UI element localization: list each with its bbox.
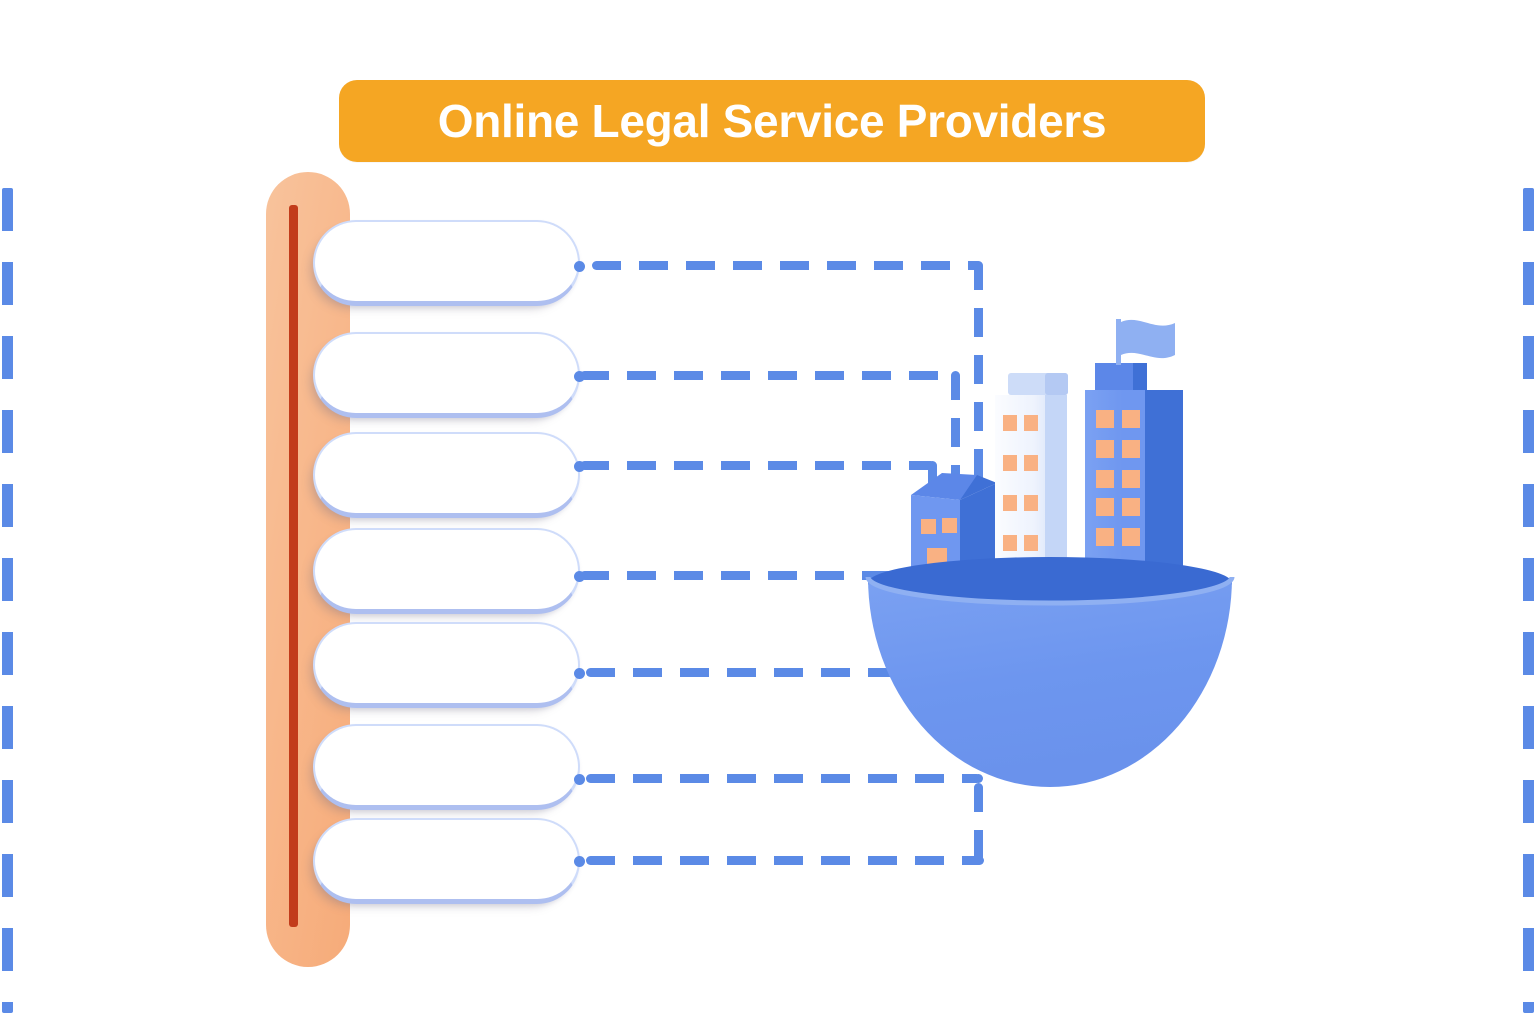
connector-4-horizontal [580, 571, 990, 580]
page-title-banner: Online Legal Service Providers [339, 80, 1205, 162]
connector-7-horizontal [586, 856, 984, 865]
page-title: Online Legal Service Providers [437, 95, 1107, 147]
connector-node-6 [574, 774, 585, 785]
connector-6-horizontal [586, 774, 981, 783]
page-border-left [2, 188, 13, 1013]
rail-accent-line [289, 205, 298, 927]
flag-icon [1121, 319, 1175, 359]
house-window [942, 518, 957, 533]
list-item[interactable] [313, 818, 580, 904]
connector-1-vertical [974, 261, 983, 573]
connector-2-vertical [951, 371, 960, 573]
list-item[interactable] [313, 332, 580, 418]
list-item[interactable] [313, 528, 580, 614]
connector-6-corner [974, 774, 983, 783]
connector-2-horizontal [580, 371, 959, 380]
connector-5-horizontal [586, 668, 974, 677]
bowl-base [865, 557, 1235, 787]
flag-pole [1116, 319, 1121, 365]
page-border-right [1523, 188, 1534, 1013]
connector-node-1 [574, 261, 585, 272]
connector-node-3 [574, 461, 585, 472]
list-item[interactable] [313, 220, 580, 306]
connector-1-horizontal [592, 261, 982, 270]
city-illustration [845, 305, 1285, 815]
connector-3-horizontal [580, 461, 935, 470]
list-item[interactable] [313, 724, 580, 810]
connector-node-5 [574, 668, 585, 679]
connector-node-4 [574, 571, 585, 582]
high-rise-building-icon [1085, 319, 1183, 595]
list-item[interactable] [313, 622, 580, 708]
connector-node-7 [574, 856, 585, 867]
house-window [921, 519, 936, 534]
list-item[interactable] [313, 432, 580, 518]
connector-node-2 [574, 371, 585, 382]
connector-6-vertical [974, 783, 983, 863]
